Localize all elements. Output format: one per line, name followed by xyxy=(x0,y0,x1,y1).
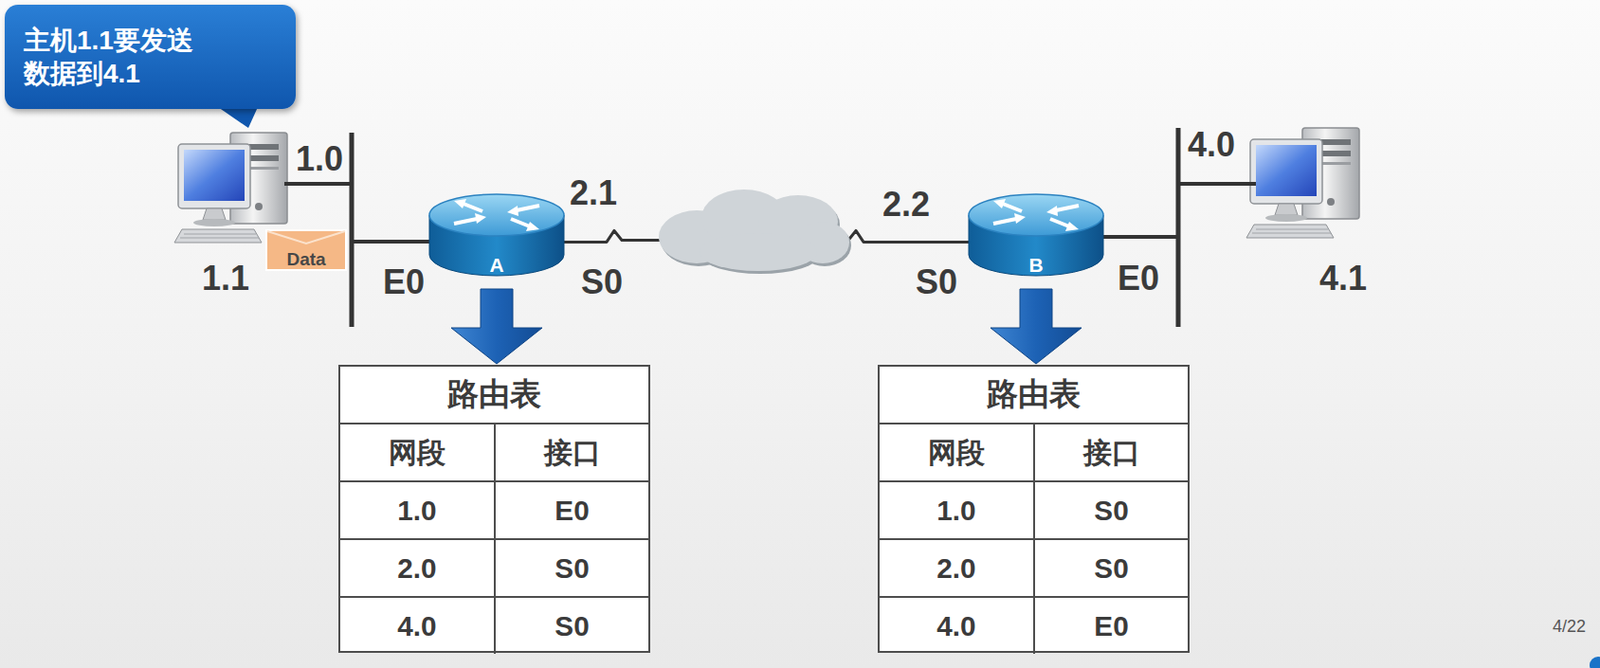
router-icon: B xyxy=(966,192,1106,280)
router-name: A xyxy=(489,254,504,275)
address-label: 4.1 xyxy=(1319,261,1367,296)
address-label: 1.1 xyxy=(201,261,250,296)
table-cell: 4.0 xyxy=(340,596,494,655)
packet-label: Data xyxy=(286,250,326,269)
table-cell: 网段 xyxy=(879,422,1034,481)
host-computer xyxy=(174,132,288,243)
table-cell: S0 xyxy=(493,596,649,655)
table-cell: S0 xyxy=(493,538,649,597)
address-label: E0 xyxy=(1117,261,1160,296)
address-label: S0 xyxy=(581,265,623,300)
callout-text: 主机1.1要发送 数据到4.1 xyxy=(23,23,252,91)
page-number: 4/22 xyxy=(1552,618,1586,636)
router-name: B xyxy=(1028,254,1043,275)
router-icon: A xyxy=(427,192,566,280)
table-cell: 接口 xyxy=(1033,422,1188,481)
host-computer xyxy=(1246,127,1360,238)
table-cell: E0 xyxy=(493,480,649,539)
address-label: 4.0 xyxy=(1187,127,1236,163)
table-cell: 接口 xyxy=(493,422,649,481)
block-arrow xyxy=(451,289,543,364)
address-label: 1.0 xyxy=(295,142,344,177)
table-title: 路由表 xyxy=(879,366,1188,425)
wan-cloud xyxy=(658,189,852,274)
callout-bubble: 主机1.1要发送 数据到4.1 xyxy=(4,4,296,110)
data-envelope: Data xyxy=(265,229,347,272)
table-cell: 2.0 xyxy=(340,538,494,597)
table-cell: 网段 xyxy=(340,422,494,481)
routing-table: 路由表网段接口1.0E02.0S04.0S0 xyxy=(338,364,651,654)
table-title: 路由表 xyxy=(340,366,649,425)
address-label: E0 xyxy=(382,265,425,300)
ethernet-wires xyxy=(284,127,1256,328)
block-arrow xyxy=(990,289,1082,364)
page-dot xyxy=(1589,656,1600,668)
table-cell: 1.0 xyxy=(879,480,1034,539)
table-cell: E0 xyxy=(1033,596,1188,655)
routing-table: 路由表网段接口1.0S02.0S04.0E0 xyxy=(877,364,1190,654)
table-cell: 1.0 xyxy=(340,480,494,539)
table-cell: 2.0 xyxy=(879,538,1034,597)
address-label: S0 xyxy=(915,265,958,300)
callout-tail xyxy=(218,107,258,128)
address-label: 2.2 xyxy=(882,187,930,222)
table-cell: S0 xyxy=(1033,538,1188,597)
table-cell: 4.0 xyxy=(879,596,1034,655)
address-label: 2.1 xyxy=(569,176,618,211)
table-cell: S0 xyxy=(1033,480,1188,539)
